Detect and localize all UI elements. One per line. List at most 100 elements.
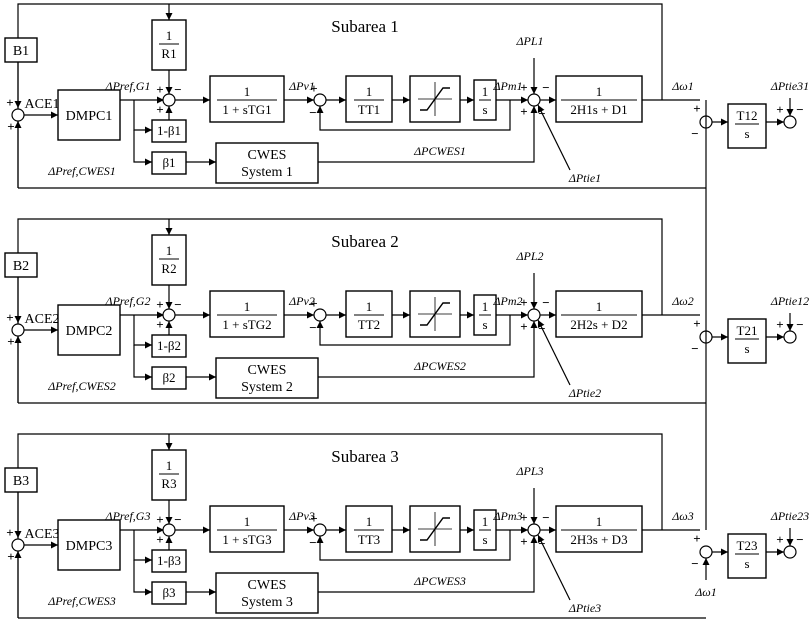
pl-signal: ΔPL2 xyxy=(515,249,543,263)
pcwes-signal: ΔPCWES3 xyxy=(413,574,466,588)
tie-sum-junction xyxy=(699,545,713,559)
bias-block xyxy=(4,467,38,493)
pv-signal: ΔPv1 xyxy=(288,79,315,93)
integrator-fraction-denominator: s xyxy=(482,532,487,547)
load-sum-junction xyxy=(527,93,541,107)
tie-minus-sign: − xyxy=(691,126,698,141)
tie-output-plus-sign: + xyxy=(776,102,783,117)
tie-line-input-line xyxy=(537,104,571,171)
alpha-in-line xyxy=(133,100,152,134)
governor-plus-sign: + xyxy=(156,297,163,312)
load-plus-sign: + xyxy=(520,80,527,95)
ace-plus-sign: + xyxy=(7,334,14,349)
saturation-curve xyxy=(420,302,450,326)
pcwes-signal: ΔPCWES1 xyxy=(413,144,466,158)
tie-output-signal: ΔPtie12 xyxy=(770,294,809,308)
turbine-plus-sign: + xyxy=(310,296,317,311)
tie-plus-sign: + xyxy=(693,531,700,546)
ptie-signal: ΔPtie1 xyxy=(568,171,601,185)
turbine-fraction-denominator: TT1 xyxy=(358,102,380,117)
cwes-system-block xyxy=(215,142,319,184)
tie-minus-sign: − xyxy=(691,556,698,571)
subarea-2: Subarea 2B2++ACE2DMPC2ΔPref,G2ΔPref,CWES… xyxy=(4,218,809,404)
inertia-fraction-numerator: 1 xyxy=(596,299,603,314)
pref-g-signal: ΔPref,G3 xyxy=(105,509,151,523)
pl-signal: ΔPL3 xyxy=(515,464,543,478)
cwes-label: CWES xyxy=(248,363,287,378)
bias-label: B3 xyxy=(13,474,29,489)
droop-fraction-numerator: 1 xyxy=(166,28,173,43)
inertia-block xyxy=(555,505,643,553)
subarea-title: Subarea 2 xyxy=(331,232,399,251)
integrator-fraction-numerator: 1 xyxy=(482,84,489,99)
ace-plus-sign: + xyxy=(6,310,13,325)
load-minus-sign: − xyxy=(542,510,549,525)
cwes-system-label: System 2 xyxy=(241,380,293,395)
turbine-fraction-denominator: TT2 xyxy=(358,317,380,332)
turbine-block xyxy=(345,290,393,338)
turbine-plus-sign: + xyxy=(310,511,317,526)
tie-gain-block xyxy=(727,103,767,149)
pref-g-signal: ΔPref,G1 xyxy=(105,79,151,93)
omega-signal: Δω1 xyxy=(671,79,694,93)
integrator-fraction-numerator: 1 xyxy=(482,514,489,529)
governor-sum-junction xyxy=(162,93,176,107)
dmpc-block xyxy=(57,304,121,356)
tie-output-plus-sign: + xyxy=(776,532,783,547)
load-minus-sign: − xyxy=(542,295,549,310)
pv-signal: ΔPv3 xyxy=(288,509,315,523)
turbine-feedback-line xyxy=(316,315,511,346)
tie-output-signal: ΔPtie23 xyxy=(770,509,809,523)
cwes-to-load-sum-line xyxy=(318,321,538,378)
turbine-feedback-line xyxy=(316,530,511,561)
governor-minus-sign: − xyxy=(174,512,181,527)
participation-factor-label: 1-β1 xyxy=(157,123,181,138)
ptie-signal: ΔPtie2 xyxy=(568,386,601,400)
governor-plus-sign: + xyxy=(156,532,163,547)
droop-fraction-denominator: R2 xyxy=(161,261,176,276)
beta-block xyxy=(151,366,187,390)
governor-fraction-denominator: 1 + sTG3 xyxy=(222,532,271,547)
cwes-label: CWES xyxy=(248,148,287,163)
governor-block xyxy=(209,505,285,553)
pcwes-signal: ΔPCWES2 xyxy=(413,359,466,373)
pref-cwes-signal: ΔPref,CWES2 xyxy=(47,379,116,393)
bias-label: B1 xyxy=(13,44,29,59)
tie-output-sum-junction xyxy=(783,330,797,344)
turbine-fraction-numerator: 1 xyxy=(366,299,373,314)
governor-fraction-numerator: 1 xyxy=(244,299,251,314)
load-plus-sign: + xyxy=(520,104,527,119)
tie-gain-fraction-numerator: T23 xyxy=(737,538,758,553)
tie-output-minus-sign: − xyxy=(796,317,803,332)
droop-fraction-numerator: 1 xyxy=(166,243,173,258)
tie-output-sum-junction xyxy=(783,545,797,559)
tie-gain-block xyxy=(727,318,767,364)
subarea-title: Subarea 1 xyxy=(331,17,399,36)
tie-gain-fraction-denominator: s xyxy=(744,126,749,141)
turbine-block xyxy=(345,75,393,123)
load-plus-sign: + xyxy=(520,319,527,334)
governor-fraction-numerator: 1 xyxy=(244,514,251,529)
tie-gain-fraction-numerator: T12 xyxy=(737,108,758,123)
turbine-plus-sign: + xyxy=(310,81,317,96)
subarea-title: Subarea 3 xyxy=(331,447,399,466)
ace-plus-sign: + xyxy=(7,549,14,564)
dmpc-label: DMPC2 xyxy=(66,324,113,339)
inertia-block xyxy=(555,75,643,123)
tie-gain-fraction-numerator: T21 xyxy=(737,323,758,338)
beta-label: β3 xyxy=(162,585,175,600)
cwes-to-load-sum-line xyxy=(318,536,538,593)
subarea-3: Subarea 3B3++ACE3DMPC3ΔPref,G3ΔPref,CWES… xyxy=(4,433,809,619)
governor-minus-sign: − xyxy=(174,297,181,312)
ace-label: ACE3 xyxy=(25,527,60,542)
pm-signal: ΔPm1 xyxy=(492,79,522,93)
dmpc-label: DMPC1 xyxy=(66,109,113,124)
beta-block xyxy=(151,151,187,175)
droop-fraction-denominator: R3 xyxy=(161,476,176,491)
governor-plus-sign: + xyxy=(156,82,163,97)
turbine-feedback-line xyxy=(316,100,511,131)
governor-block xyxy=(209,290,285,338)
tie-line-input-line xyxy=(537,319,571,386)
ace-label: ACE2 xyxy=(25,312,60,327)
